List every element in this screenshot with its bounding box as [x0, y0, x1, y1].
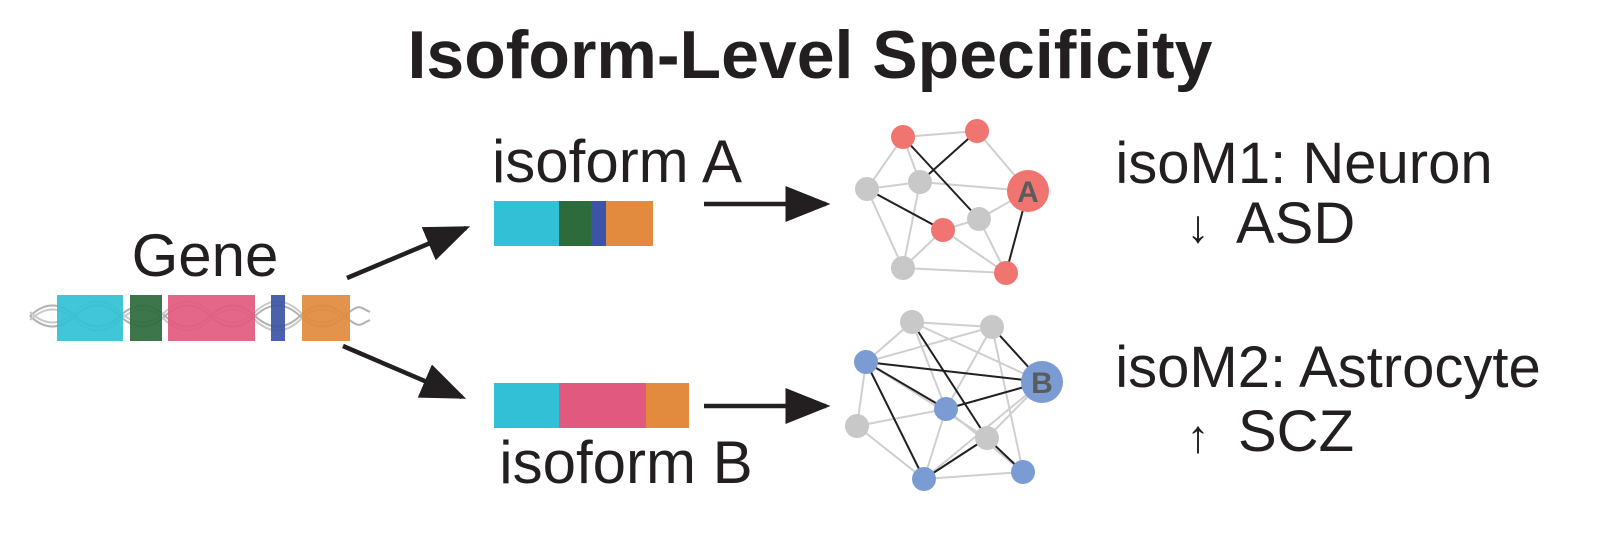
module2-effect: SCZ — [1238, 399, 1354, 464]
isoform-a-group: isoform A — [492, 128, 742, 246]
module2-group: isoM2: Astrocyte ↑ SCZ — [1115, 335, 1540, 464]
gene-label: Gene — [132, 222, 279, 289]
network-b-node-gray — [975, 426, 999, 450]
isoform-b-label: isoform B — [499, 429, 752, 496]
network-b-node-gray — [845, 414, 869, 438]
isoform-a-exon-orange — [606, 201, 653, 246]
down-arrow-icon: ↓ — [1187, 200, 1210, 252]
network-b: B — [845, 310, 1063, 491]
arrow-gene-to-isoform-a — [346, 225, 471, 281]
network-a-node-gray — [855, 177, 879, 201]
network-a-dark-edges — [866, 130, 1029, 274]
isoform-a-exon-cyan — [494, 201, 559, 246]
network-b-node-blue — [854, 350, 878, 374]
network-a: A — [855, 119, 1049, 285]
isoform-a-label: isoform A — [492, 128, 742, 195]
network-b-node-blue — [934, 397, 958, 421]
isoform-b-group: isoform B — [494, 383, 753, 496]
network-a-hub-label: A — [1017, 176, 1039, 209]
gene-group: Gene — [29, 222, 371, 341]
gene-exon-blue — [271, 295, 285, 341]
isoform-b-exon-orange — [646, 383, 689, 428]
network-b-light-edges — [856, 321, 1043, 480]
network-b-node-blue — [1011, 460, 1035, 484]
network-b-hub-node — [1021, 361, 1063, 403]
network-a-node-red — [931, 218, 955, 242]
network-a-node-red — [965, 119, 989, 143]
network-b-hub-label: B — [1031, 367, 1053, 400]
network-a-node-gray — [967, 207, 991, 231]
network-a-node-red — [891, 125, 915, 149]
isoform-a-exon-blue — [591, 201, 606, 246]
network-b-node-gray — [980, 315, 1004, 339]
network-a-node-gray — [891, 256, 915, 280]
network-a-node-gray — [908, 170, 932, 194]
gene-exon-orange — [302, 295, 350, 341]
module2-name: isoM2: Astrocyte — [1115, 335, 1540, 400]
module1-effect: ASD — [1236, 191, 1355, 256]
up-arrow-icon: ↑ — [1187, 410, 1210, 462]
gene-exon-cyan — [57, 295, 123, 341]
module1-name: isoM1: Neuron — [1115, 131, 1492, 196]
network-b-node-blue — [912, 467, 936, 491]
module1-group: isoM1: Neuron ↓ ASD — [1115, 131, 1492, 256]
gene-exon-green — [130, 295, 162, 341]
diagram-title: Isoform-Level Specificity — [408, 17, 1213, 93]
gene-exon-pink — [168, 295, 255, 341]
arrow-gene-to-isoform-b — [342, 343, 467, 400]
isoform-a-exon-green — [559, 201, 591, 246]
network-a-hub-node — [1007, 170, 1049, 212]
network-b-node-gray — [900, 310, 924, 334]
network-a-node-red — [994, 261, 1018, 285]
isoform-b-exon-cyan — [494, 383, 559, 428]
isoform-b-exon-pink — [559, 383, 646, 428]
